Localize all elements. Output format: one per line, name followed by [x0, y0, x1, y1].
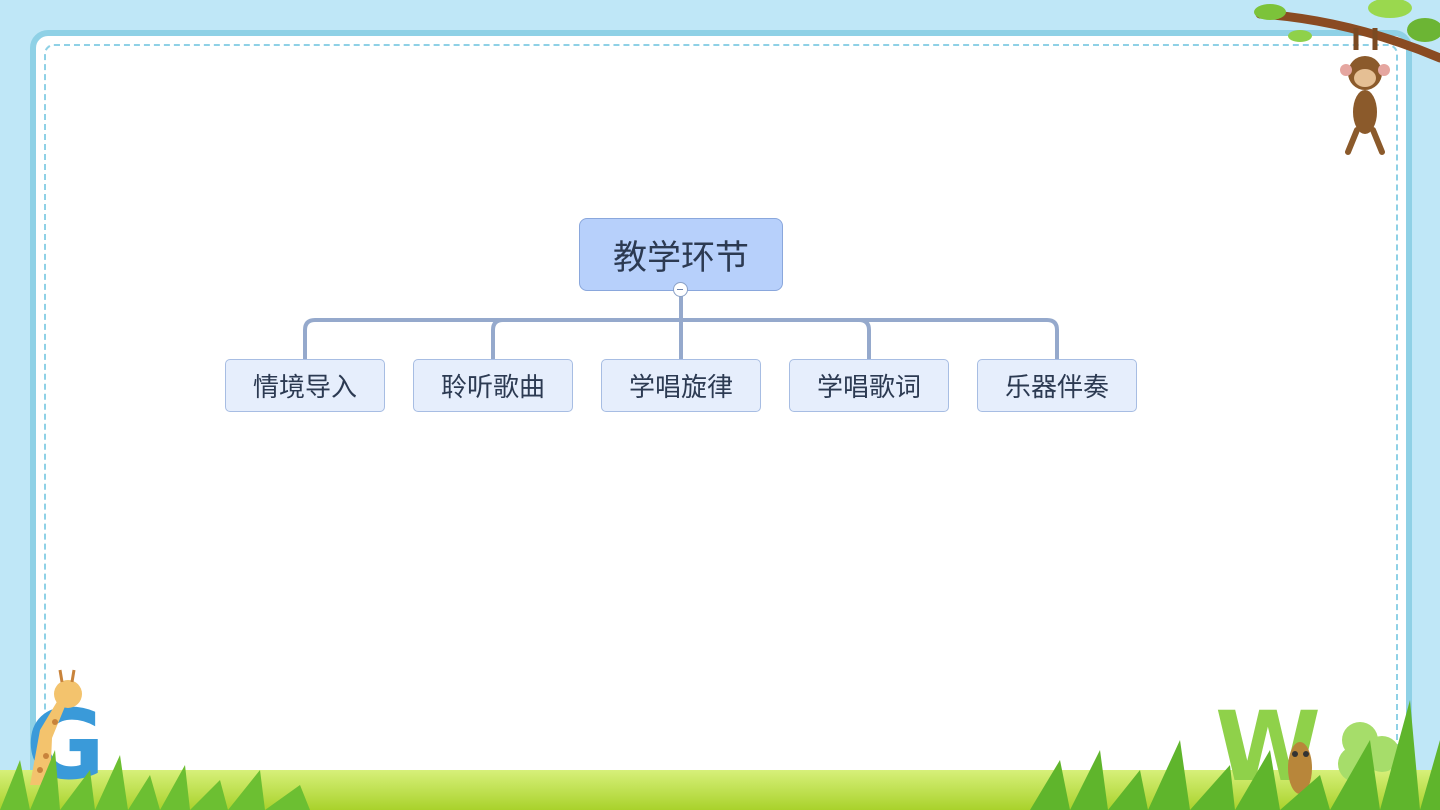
giraffe-icon: G — [26, 669, 105, 790]
connector-branch-2 — [491, 318, 505, 361]
child-node-label: 学唱旋律 — [628, 373, 733, 403]
root-node[interactable]: 教学环节 — [579, 218, 783, 291]
connector-branch-left — [303, 318, 1059, 361]
grass-left-decoration — [0, 750, 310, 810]
child-node[interactable]: 乐器伴奏 — [977, 359, 1137, 412]
child-node-label: 乐器伴奏 — [1004, 373, 1109, 403]
child-node-label: 情境导入 — [252, 373, 357, 403]
child-node[interactable]: 情境导入 — [225, 359, 385, 412]
root-node-label: 教学环节 — [613, 238, 749, 278]
grass-right-decoration: W — [1030, 691, 1440, 810]
connector-branch-4 — [857, 318, 871, 361]
collapse-minus-icon[interactable] — [673, 282, 688, 297]
monkey-icon — [1254, 0, 1440, 155]
child-node-label: 聆听歌曲 — [440, 373, 545, 403]
child-node[interactable]: 聆听歌曲 — [413, 359, 573, 412]
child-node[interactable]: 学唱旋律 — [601, 359, 761, 412]
child-node[interactable]: 学唱歌词 — [789, 359, 949, 412]
child-node-label: 学唱歌词 — [816, 373, 921, 403]
